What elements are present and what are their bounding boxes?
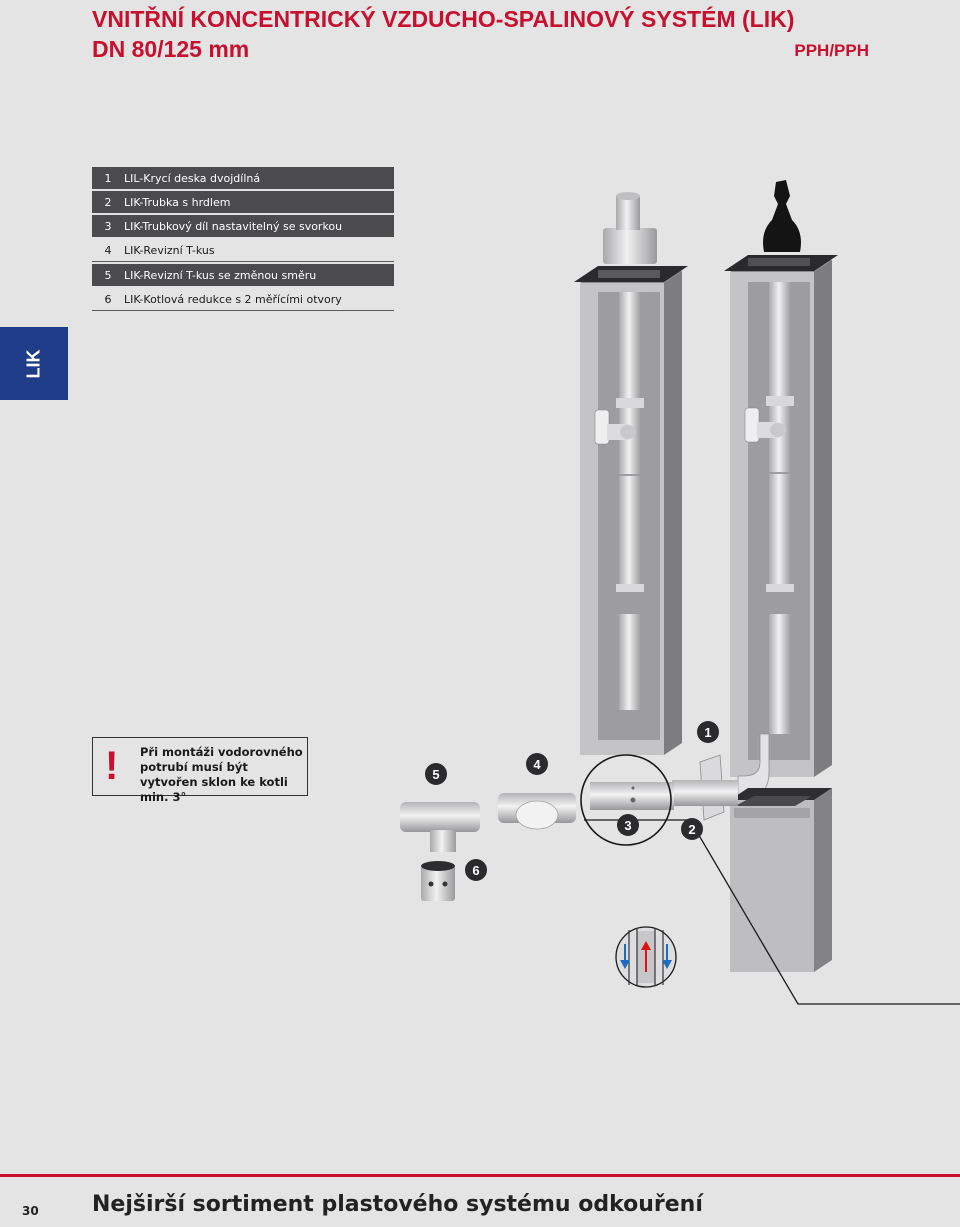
callout-6-label: 6 xyxy=(472,863,479,878)
left-shaft xyxy=(574,192,688,755)
tee-fitting-4 xyxy=(498,793,576,830)
footer-divider xyxy=(0,1174,960,1177)
tee-fitting-5 xyxy=(400,802,480,852)
part-number: 4 xyxy=(104,243,112,257)
part-label: LIK-Trubkový díl nastavitelný se svorkou xyxy=(124,219,343,233)
page-title: VNITŘNÍ KONCENTRICKÝ VZDUCHO-SPALINOVÝ S… xyxy=(92,6,795,32)
callout-6: 6 xyxy=(465,859,487,881)
parts-row: 3 LIK-Trubkový díl nastavitelný se svorko… xyxy=(92,215,394,237)
parts-list: 1 LIL-Krycí deska dvojdílná 2 LIK-Trubka s… xyxy=(92,167,394,313)
parts-row: 6 LIK-Kotlová redukce s 2 měřícími otvory xyxy=(92,288,394,311)
horizontal-pipe-run xyxy=(590,754,738,821)
part-label: LIK-Revizní T-kus xyxy=(124,243,215,257)
callout-1: 1 xyxy=(697,721,719,743)
parts-row: 1 LIL-Krycí deska dvojdílná xyxy=(92,167,394,189)
callout-5: 5 xyxy=(425,763,447,785)
detail-circle xyxy=(580,754,672,846)
callout-3-label: 3 xyxy=(624,818,631,833)
parts-row: 4 LIK-Revizní T-kus xyxy=(92,239,394,262)
parts-row: 2 LIK-Trubka s hrdlem xyxy=(92,191,394,213)
section-tab[interactable]: LIK xyxy=(0,327,68,400)
part-label: LIK-Revizní T-kus se změnou směru xyxy=(124,268,317,282)
warning-note: ! Při montáži vodorovného potrubí musí b… xyxy=(92,737,308,804)
callout-2-label: 2 xyxy=(688,822,695,837)
warning-icon: ! xyxy=(105,744,119,788)
warning-text: Při montáži vodorovného potrubí musí být… xyxy=(140,745,303,804)
part-label: LIL-Krycí deska dvojdílná xyxy=(124,171,261,185)
material-label: PPH/PPH xyxy=(794,41,869,60)
part-number: 3 xyxy=(104,219,112,233)
part-number: 2 xyxy=(104,195,112,209)
footer-title: Nejširší sortiment plastového systému od… xyxy=(92,1192,703,1217)
callout-1-label: 1 xyxy=(704,725,711,740)
part-label: LIK-Trubka s hrdlem xyxy=(124,195,231,209)
parts-row: 5 LIK-Revizní T-kus se změnou směru xyxy=(92,264,394,286)
page-number: 30 xyxy=(22,1204,39,1218)
part-number: 6 xyxy=(104,292,112,306)
callout-4-label: 4 xyxy=(533,757,541,772)
part-number: 1 xyxy=(104,171,112,185)
right-shaft xyxy=(724,180,838,972)
part-label: LIK-Kotlová redukce s 2 měřícími otvory xyxy=(124,292,342,306)
callout-2: 2 xyxy=(681,818,703,840)
callout-3: 3 xyxy=(617,814,639,836)
flow-detail-icon xyxy=(615,926,677,988)
callout-4: 4 xyxy=(526,753,548,775)
page-subtitle: DN 80/125 mm xyxy=(92,36,250,62)
boiler-adapter-6 xyxy=(421,861,455,901)
callout-5-label: 5 xyxy=(432,767,439,782)
part-number: 5 xyxy=(104,268,112,282)
